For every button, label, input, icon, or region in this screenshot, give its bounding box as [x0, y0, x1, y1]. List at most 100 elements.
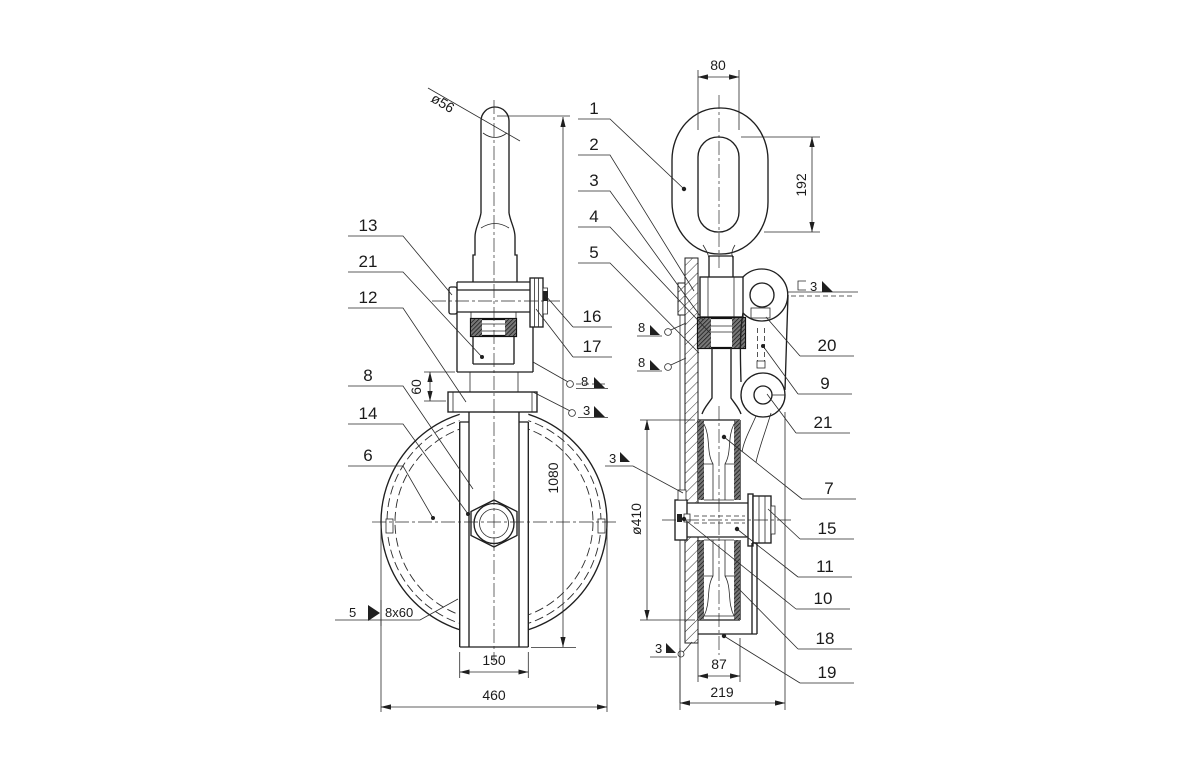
- callout-14: 14: [348, 404, 470, 516]
- callout-21-front: 21: [348, 252, 484, 359]
- callout-4: 4: [578, 207, 711, 334]
- svg-text:17: 17: [583, 337, 602, 356]
- fillet-weld-icon: [594, 377, 605, 388]
- svg-text:12: 12: [359, 288, 378, 307]
- svg-text:1: 1: [589, 99, 598, 118]
- weld-contour-icon: [797, 280, 806, 291]
- dim-eye-height-label: 192: [793, 173, 809, 197]
- weld-side-plate-lower-label: 8: [638, 355, 645, 370]
- dim-strap-width: 150: [459, 652, 529, 678]
- dim-rim-width: 87: [697, 638, 741, 682]
- dim-shaft-dia: ø56: [427, 87, 521, 142]
- svg-text:7: 7: [824, 479, 833, 498]
- weld-side-boss: 3: [605, 451, 684, 494]
- callout-1: 1: [578, 99, 687, 192]
- svg-text:18: 18: [816, 629, 835, 648]
- dim-shaft-dia-label: ø56: [428, 90, 457, 116]
- dim-side-width: 219: [679, 412, 786, 710]
- weld-bottom-spec-label: 8x60: [385, 605, 413, 620]
- keep-plate-ear: [677, 282, 686, 316]
- callout-20: 20: [765, 316, 854, 357]
- side-dimensions: 80 192 ø410 87 219 3: [605, 57, 858, 710]
- side-callouts-right: 20 9 21 7 15 11 10 18: [681, 316, 856, 684]
- svg-text:14: 14: [359, 404, 378, 423]
- weld-band-front-label: 3: [583, 403, 590, 418]
- svg-text:4: 4: [589, 207, 598, 226]
- dim-rim-width-label: 87: [711, 656, 727, 672]
- weld-bottom-front: 5 8x60: [335, 598, 459, 626]
- fillet-weld-icon: [650, 360, 660, 370]
- lower-hole: [753, 385, 773, 405]
- retainer-block: [750, 307, 771, 319]
- dim-eye-height: 192: [741, 136, 820, 233]
- callout-21-side: 21: [766, 393, 850, 434]
- bushing-section: [469, 317, 518, 338]
- callout-8: 8: [348, 366, 474, 490]
- bushing-section-side: [696, 316, 747, 350]
- weld-flag-icon: [368, 605, 380, 621]
- rope-guard: [698, 542, 758, 635]
- dim-side-width-label: 219: [710, 684, 734, 700]
- svg-text:6: 6: [363, 446, 372, 465]
- callout-7: 7: [721, 434, 856, 500]
- callout-2: 2: [578, 135, 695, 292]
- callout-10: 10: [681, 516, 850, 610]
- svg-text:11: 11: [816, 557, 834, 576]
- rim-tab-right: [597, 518, 606, 534]
- weld-band-front: 3: [532, 391, 608, 418]
- svg-text:2: 2: [589, 135, 598, 154]
- callout-3: 3: [578, 171, 704, 321]
- dim-sheave-dia: ø410: [628, 419, 695, 621]
- callout-5: 5: [578, 243, 700, 354]
- link-plate: [739, 268, 789, 463]
- callout-19: 19: [721, 633, 854, 684]
- fillet-weld-icon: [650, 325, 660, 335]
- callout-12: 12: [348, 288, 467, 403]
- dim-sheave-dia-label: ø410: [628, 503, 644, 535]
- weld-side-plate-upper-label: 8: [638, 320, 645, 335]
- front-callouts: 13 21 12 8 14 6 16 17: [348, 216, 612, 520]
- callout-16: 16: [544, 294, 612, 328]
- pin-head: [448, 286, 458, 315]
- weld-pin-front: 8: [532, 361, 608, 389]
- strap-section: [677, 257, 699, 703]
- dim-clevis-gap: 60: [408, 371, 455, 402]
- svg-text:21: 21: [814, 413, 833, 432]
- dim-eye-width-label: 80: [710, 57, 726, 73]
- svg-text:15: 15: [818, 519, 837, 538]
- rim-tab-left: [385, 518, 394, 534]
- pin-hex-nut: [529, 277, 544, 328]
- eye-link: [671, 95, 769, 268]
- callout-18: 18: [734, 584, 852, 650]
- fillet-weld-icon: [822, 281, 833, 292]
- yoke-shank: [701, 348, 742, 415]
- hook-shaft: [472, 106, 518, 282]
- lower-band: [447, 372, 538, 413]
- dim-eye-width: 80: [697, 57, 740, 130]
- callout-9: 9: [761, 344, 852, 395]
- callout-11: 11: [734, 526, 852, 578]
- weld-side-bottom-label: 3: [655, 641, 662, 656]
- strap: [459, 412, 529, 648]
- cotter-pin-end: [677, 514, 682, 522]
- axle-keep-tab: [677, 489, 687, 501]
- svg-text:19: 19: [818, 663, 837, 682]
- svg-text:5: 5: [589, 243, 598, 262]
- callout-6: 6: [348, 446, 435, 520]
- svg-text:16: 16: [583, 307, 602, 326]
- weld-side-top: 3: [787, 279, 858, 297]
- svg-text:8: 8: [363, 366, 372, 385]
- weld-bottom-size-label: 5: [349, 605, 356, 620]
- dim-overall-height: 1080: [497, 115, 576, 648]
- callout-15: 15: [767, 508, 854, 540]
- shackle-nut: [699, 244, 744, 318]
- svg-text:9: 9: [820, 374, 829, 393]
- front-dimensions: ø56 1080 60 150 460 8: [335, 87, 608, 712]
- dim-overall-height-label: 1080: [545, 462, 561, 493]
- svg-text:20: 20: [818, 336, 837, 355]
- weld-side-plate-lower: 8: [637, 355, 687, 372]
- weld-side-plate-upper: 8: [637, 320, 687, 337]
- svg-text:10: 10: [814, 589, 833, 608]
- fillet-weld-icon: [666, 643, 676, 653]
